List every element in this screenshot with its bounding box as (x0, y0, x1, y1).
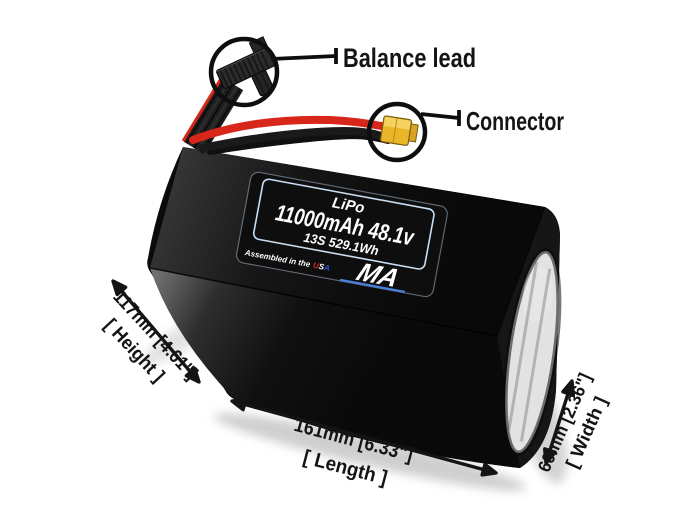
label-inner-border (252, 178, 435, 270)
connector-label: Connector (466, 106, 564, 136)
width-arrowhead-top (561, 379, 575, 397)
height-arrowhead-top (111, 279, 128, 297)
height-arrowhead-bottom (184, 366, 201, 384)
end-cap-cells (502, 248, 562, 456)
length-arrowhead-left (230, 397, 248, 412)
usa-s: S (318, 262, 326, 272)
battery-bottom-face (150, 268, 520, 468)
front-end-edge (496, 206, 546, 337)
balance-lead-circle (208, 36, 280, 108)
usa-u: U (312, 261, 320, 271)
connector-ridges (219, 50, 270, 87)
connector-circle (366, 101, 428, 163)
length-arrowhead-right (480, 462, 498, 477)
length-arrow-line (241, 401, 487, 473)
width-arrowhead-bottom (543, 447, 557, 465)
connector-callout-line (420, 112, 460, 120)
brand-logo-underline (339, 278, 406, 293)
height-arrow-line (118, 287, 194, 376)
power-wire-black (199, 126, 391, 152)
callout-lines (270, 48, 461, 126)
battery-label: LiPo 11000mAh 48.1v 13S 529.1Wh Assemble… (235, 171, 448, 298)
balance-lead-label: Balance lead (343, 43, 476, 73)
xt60-connector (379, 115, 419, 146)
usa-a: A (322, 263, 331, 273)
label-sticker (235, 171, 448, 298)
label-chemistry: LiPo (331, 194, 366, 217)
balance-callout-line (270, 54, 337, 61)
width-arrow-line (547, 389, 571, 455)
dimension-arrows (111, 279, 575, 477)
front-bottom-edge (149, 267, 498, 337)
